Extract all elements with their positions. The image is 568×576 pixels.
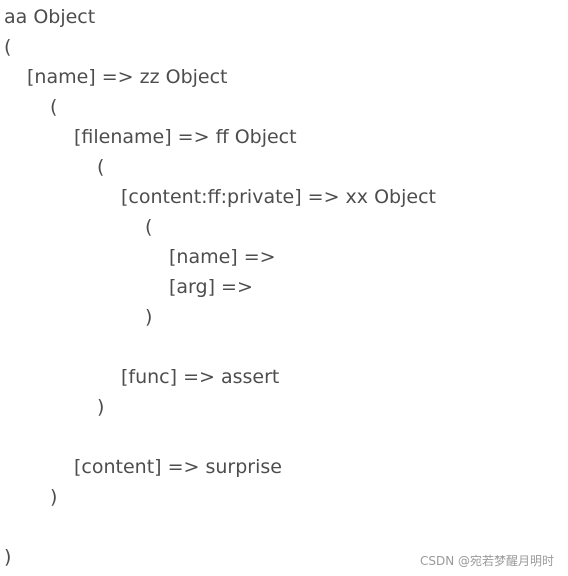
code-line: ( <box>4 36 12 58</box>
code-line: [filename] => ff Object <box>74 126 297 148</box>
code-line: aa Object <box>4 6 96 28</box>
code-line: [content] => surprise <box>74 456 282 478</box>
code-line: ) <box>4 546 12 568</box>
code-line: [name] => <box>169 246 276 268</box>
code-line: ( <box>50 96 58 118</box>
code-line: ) <box>145 306 153 328</box>
code-line: ) <box>97 396 105 418</box>
code-line: ( <box>145 216 153 238</box>
code-line: ) <box>50 486 58 508</box>
code-line: ( <box>97 156 105 178</box>
code-line: [func] => assert <box>121 366 280 388</box>
code-line: [arg] => <box>169 276 253 298</box>
code-line: [content:ff:private] => xx Object <box>121 186 436 208</box>
code-line: [name] => zz Object <box>27 66 228 88</box>
watermark: CSDN @宛若梦醒月明时 <box>419 554 554 568</box>
